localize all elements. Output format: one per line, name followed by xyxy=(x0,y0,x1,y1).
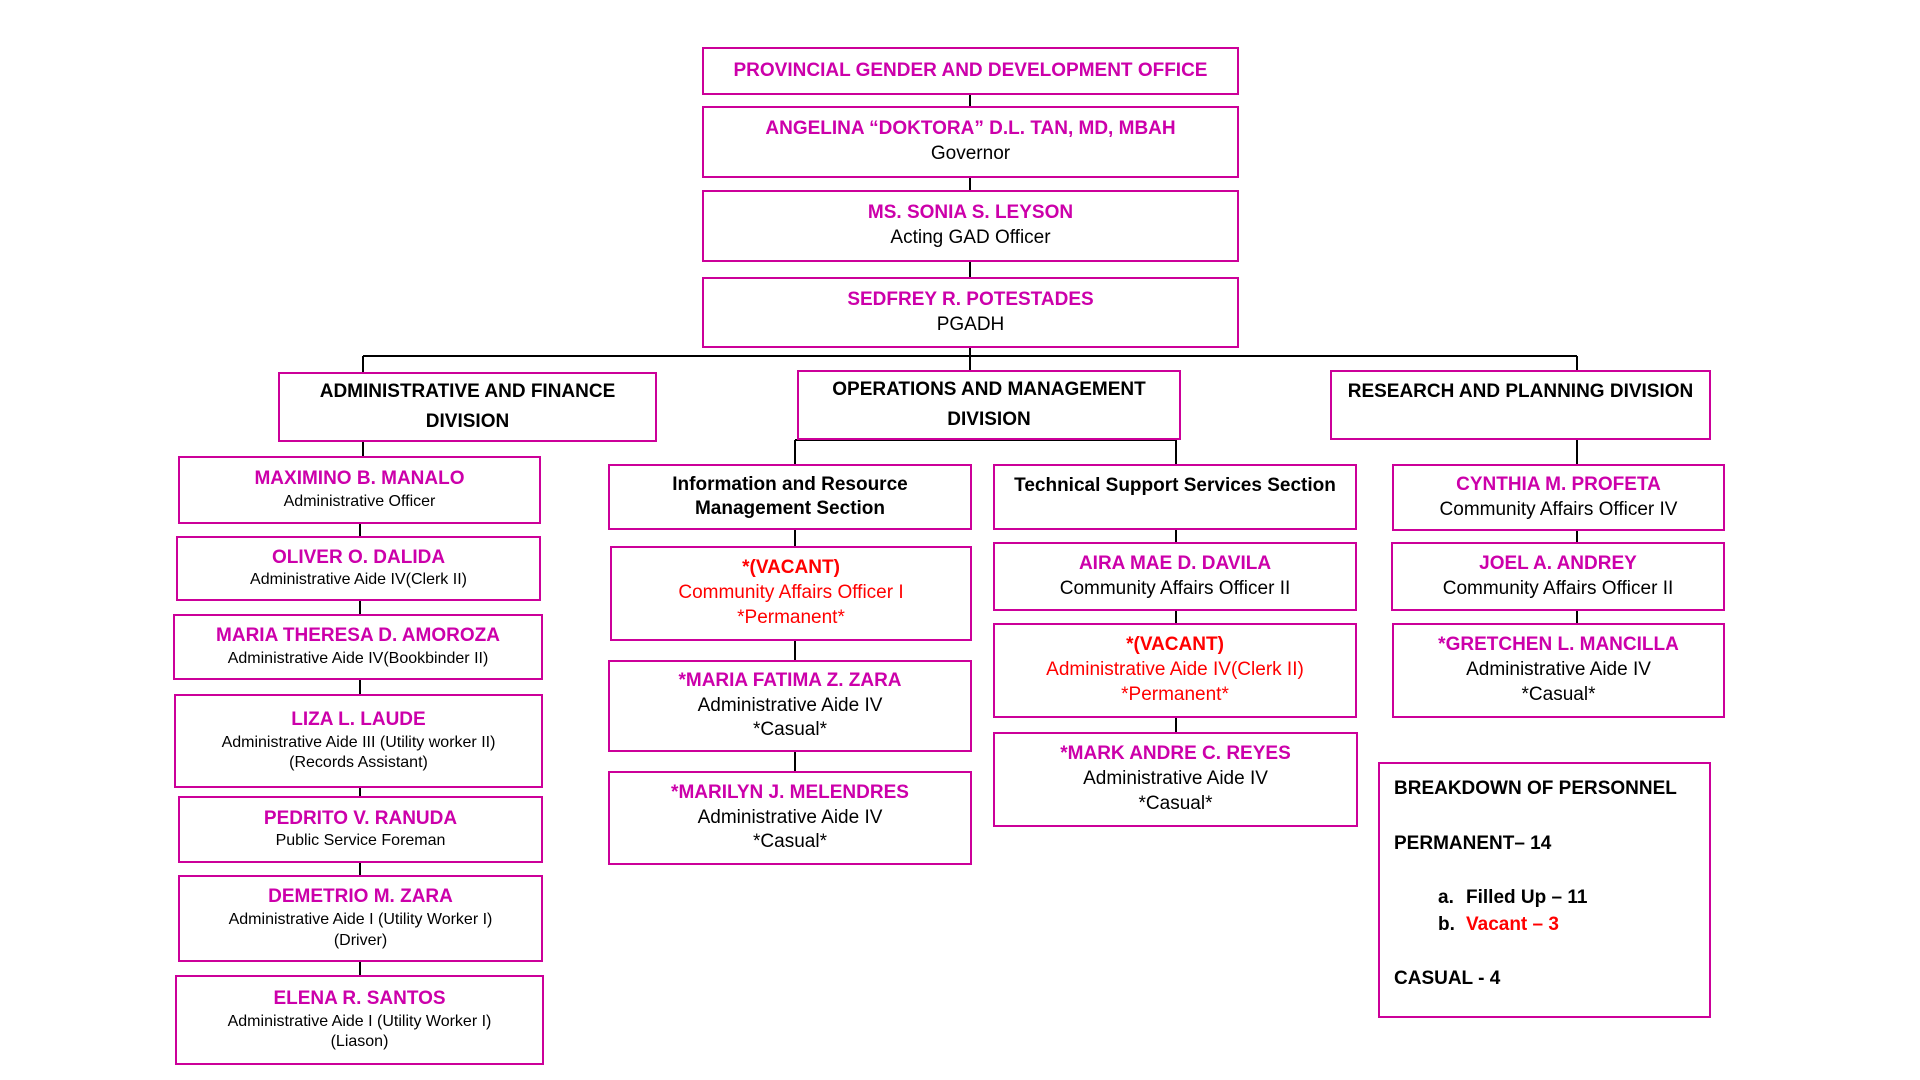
operations-division-title: OPERATIONS AND MANAGEMENT DIVISION xyxy=(832,378,1146,430)
staff-status: *Casual* xyxy=(753,831,827,853)
staff-name: MARIA THERESA D. AMOROZA xyxy=(216,625,500,647)
staff-position: Administrative Aide III (Utility worker … xyxy=(221,733,496,751)
staff-position: Administrative Aide I (Utility Worker I) xyxy=(227,1012,492,1030)
staff-position: Administrative Aide IV(Clerk II) xyxy=(1046,659,1304,681)
admin-staff-box: LIZA L. LAUDE Administrative Aide III (U… xyxy=(174,694,543,788)
staff-position: Administrative Officer xyxy=(283,492,436,510)
staff-position: Community Affairs Officer II xyxy=(1059,577,1291,599)
admin-division-title: ADMINISTRATIVE AND FINANCE DIVISION xyxy=(319,380,616,432)
admin-staff-box: PEDRITO V. RANUDA Public Service Foreman xyxy=(178,796,543,863)
staff-note: (Driver) xyxy=(333,931,388,949)
staff-name: *GRETCHEN L. MANCILLA xyxy=(1438,634,1679,656)
vacant-marker: b. xyxy=(1438,913,1455,935)
staff-name: ELENA R. SANTOS xyxy=(273,987,446,1009)
tss-staff-box: *MARK ANDRE C. REYES Administrative Aide… xyxy=(993,732,1358,827)
staff-position: Administrative Aide IV(Clerk II) xyxy=(250,571,467,589)
research-division-box: RESEARCH AND PLANNING DIVISION xyxy=(1330,370,1711,440)
staff-name: LIZA L. LAUDE xyxy=(291,708,426,730)
operations-division-box: OPERATIONS AND MANAGEMENT DIVISION xyxy=(797,370,1181,440)
governor-name: ANGELINA “DOKTORA” D.L. TAN, MD, MBAH xyxy=(765,118,1176,140)
staff-position: Community Affairs Officer I xyxy=(678,582,904,604)
breakdown-permanent: PERMANENT– 14 xyxy=(1394,832,1552,854)
staff-position: Administrative Aide I (Utility Worker I) xyxy=(228,911,493,929)
staff-position: Administrative Aide IV xyxy=(1466,659,1651,681)
admin-division-box: ADMINISTRATIVE AND FINANCE DIVISION xyxy=(278,372,657,442)
office-title: PROVINCIAL GENDER AND DEVELOPMENT OFFICE xyxy=(733,59,1208,81)
admin-staff-box: DEMETRIO M. ZARA Administrative Aide I (… xyxy=(178,875,543,962)
breakdown-casual: CASUAL - 4 xyxy=(1394,968,1501,990)
office-title-box: PROVINCIAL GENDER AND DEVELOPMENT OFFICE xyxy=(702,47,1239,95)
staff-note: (Liason) xyxy=(330,1033,389,1051)
tss-staff-box: *(VACANT) Administrative Aide IV(Clerk I… xyxy=(993,623,1357,718)
breakdown-filled: Filled Up – 11 xyxy=(1466,887,1588,909)
staff-name: DEMETRIO M. ZARA xyxy=(268,886,453,908)
governor-position: Governor xyxy=(930,143,1011,164)
tss-section-box: Technical Support Services Section xyxy=(993,464,1357,530)
breakdown-vacant-row: b. Vacant – 3 xyxy=(1394,912,1695,939)
staff-status: *Permanent* xyxy=(737,606,845,628)
staff-name: *MARK ANDRE C. REYES xyxy=(1060,743,1291,765)
admin-staff-box: OLIVER O. DALIDA Administrative Aide IV(… xyxy=(176,536,541,601)
irm-section-title: Information and Resource Management Sect… xyxy=(672,474,908,519)
breakdown-vacant: Vacant – 3 xyxy=(1466,913,1559,935)
staff-position: Administrative Aide IV xyxy=(1083,768,1268,790)
staff-name: *(VACANT) xyxy=(1126,634,1224,656)
staff-position: Public Service Foreman xyxy=(275,832,446,850)
admin-staff-box: ELENA R. SANTOS Administrative Aide I (U… xyxy=(175,975,544,1065)
staff-name: AIRA MAE D. DAVILA xyxy=(1078,552,1272,574)
filled-marker: a. xyxy=(1438,887,1454,909)
staff-note: (Records Assistant) xyxy=(289,754,428,772)
staff-name: JOEL A. ANDREY xyxy=(1479,552,1637,574)
irm-section-box: Information and Resource Management Sect… xyxy=(608,464,972,530)
tss-staff-box: AIRA MAE D. DAVILA Community Affairs Off… xyxy=(993,542,1357,611)
staff-name: MAXIMINO B. MANALO xyxy=(254,468,465,490)
staff-name: *MARILYN J. MELENDRES xyxy=(671,781,909,803)
pgadh-box: SEDFREY R. POTESTADES PGADH xyxy=(702,277,1239,348)
irm-staff-box: *(VACANT) Community Affairs Officer I *P… xyxy=(610,546,972,641)
staff-name: OLIVER O. DALIDA xyxy=(271,546,446,568)
pgadh-position: PGADH xyxy=(936,313,1005,335)
staff-name: CYNTHIA M. PROFETA xyxy=(1456,473,1661,495)
staff-status: *Casual* xyxy=(1521,683,1596,705)
staff-name: *MARIA FATIMA Z. ZARA xyxy=(678,669,902,691)
gad-officer-box: MS. SONIA S. LEYSON Acting GAD Officer xyxy=(702,190,1239,262)
tss-section-title: Technical Support Services Section xyxy=(1014,475,1336,496)
research-staff-box: CYNTHIA M. PROFETA Community Affairs Off… xyxy=(1392,464,1725,531)
staff-position: Administrative Aide IV(Bookbinder II) xyxy=(227,649,489,667)
research-staff-box: JOEL A. ANDREY Community Affairs Officer… xyxy=(1391,542,1725,611)
staff-name: PEDRITO V. RANUDA xyxy=(263,807,458,829)
staff-name: *(VACANT) xyxy=(742,557,840,579)
staff-status: *Casual* xyxy=(1138,792,1213,814)
staff-position: Administrative Aide IV xyxy=(697,806,883,828)
admin-staff-box: MARIA THERESA D. AMOROZA Administrative … xyxy=(173,614,543,680)
irm-staff-box: *MARIA FATIMA Z. ZARA Administrative Aid… xyxy=(608,660,972,752)
irm-staff-box: *MARILYN J. MELENDRES Administrative Aid… xyxy=(608,771,972,865)
gad-officer-name: MS. SONIA S. LEYSON xyxy=(867,202,1074,224)
staff-status: *Permanent* xyxy=(1121,683,1229,705)
breakdown-title: BREAKDOWN OF PERSONNEL xyxy=(1394,778,1677,799)
governor-box: ANGELINA “DOKTORA” D.L. TAN, MD, MBAH Go… xyxy=(702,106,1239,178)
personnel-breakdown-box: BREAKDOWN OF PERSONNEL PERMANENT– 14 a. F… xyxy=(1378,762,1711,1018)
research-staff-box: *GRETCHEN L. MANCILLA Administrative Aid… xyxy=(1392,623,1725,718)
staff-position: Community Affairs Officer IV xyxy=(1439,498,1678,520)
admin-staff-box: MAXIMINO B. MANALO Administrative Office… xyxy=(178,456,541,524)
gad-officer-position: Acting GAD Officer xyxy=(890,227,1051,248)
pgadh-name: SEDFREY R. POTESTADES xyxy=(847,288,1094,310)
staff-position: Community Affairs Officer II xyxy=(1442,577,1674,599)
staff-status: *Casual* xyxy=(753,719,827,741)
research-division-title: RESEARCH AND PLANNING DIVISION xyxy=(1347,381,1694,402)
breakdown-filled-row: a. Filled Up – 11 xyxy=(1394,885,1695,912)
staff-position: Administrative Aide IV xyxy=(697,694,883,716)
